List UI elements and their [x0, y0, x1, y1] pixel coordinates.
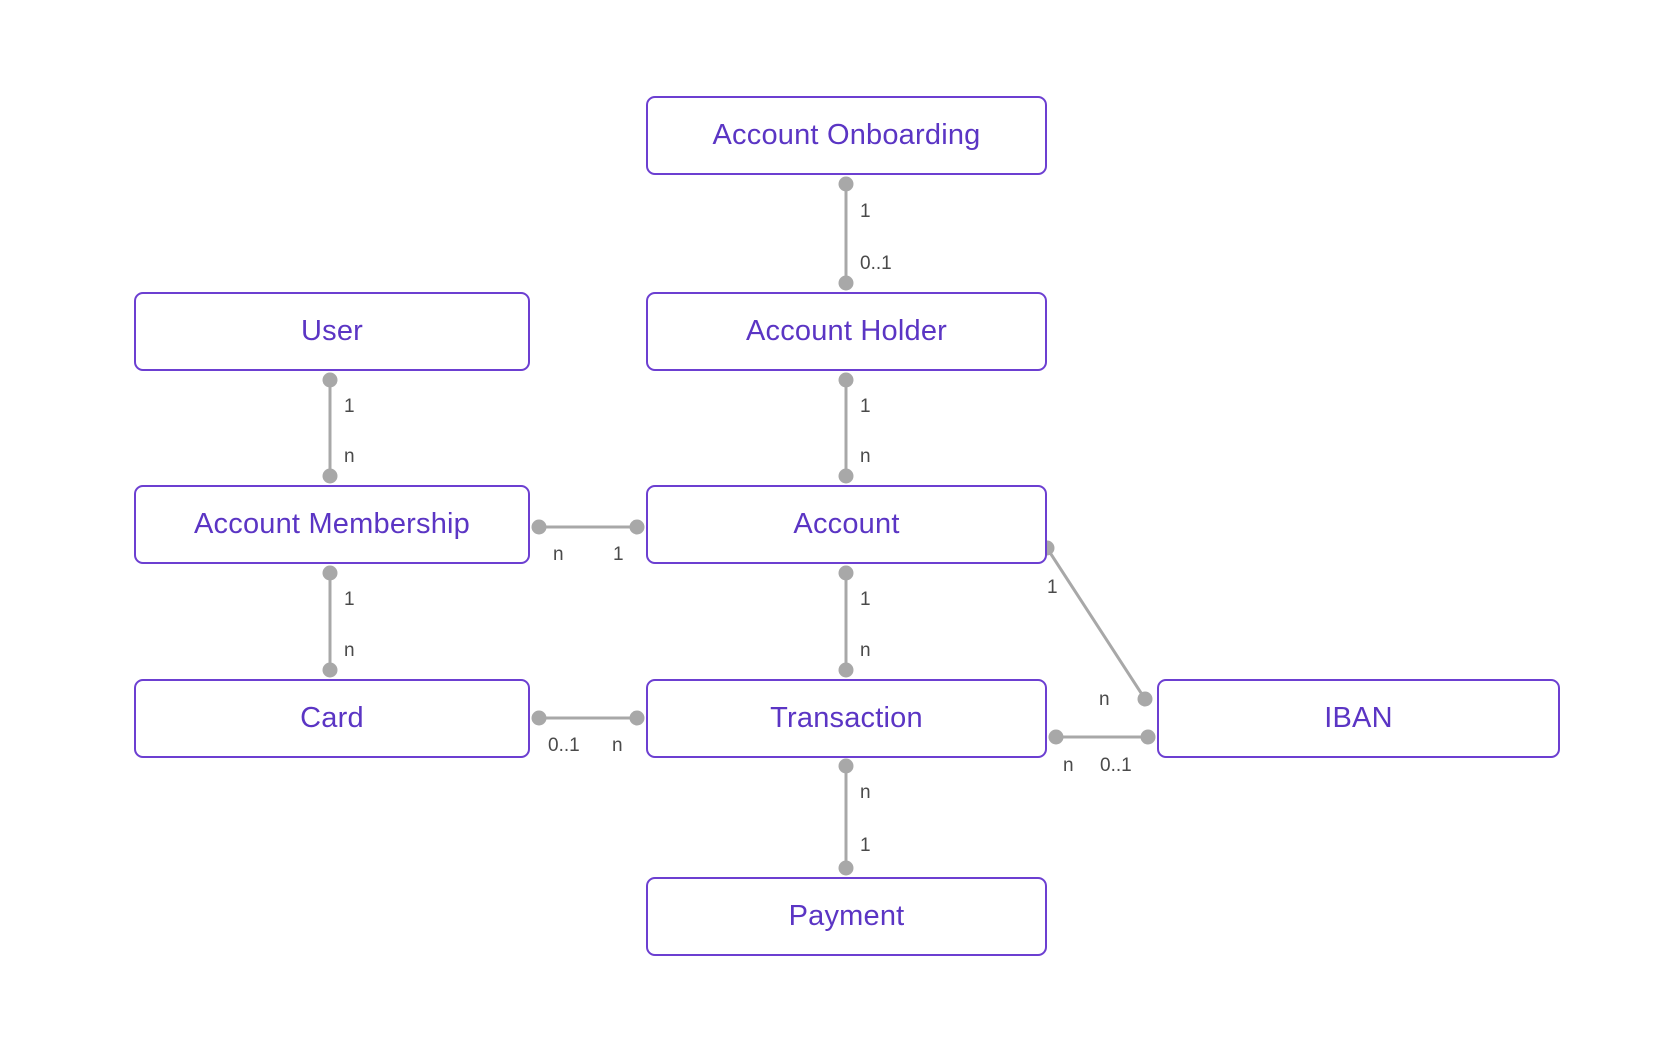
- entity-label: Card: [300, 702, 364, 734]
- entity-node-account[interactable]: Account: [646, 485, 1047, 564]
- connector-endpoint-dot: [838, 565, 854, 581]
- connector-endpoint-dot: [838, 860, 854, 876]
- entity-label: Account Membership: [194, 508, 470, 540]
- connector-endpoint-dot: [838, 176, 854, 192]
- connector-account-to-iban: [1039, 540, 1153, 707]
- cardinality-label-transaction-to-iban-to: 0..1: [1100, 755, 1132, 776]
- connector-transaction-to-payment: [838, 758, 854, 876]
- cardinality-label-user-to-membership-from: 1: [344, 396, 355, 417]
- cardinality-label-card-to-transaction-to: n: [612, 735, 623, 756]
- cardinality-label-onboarding-to-holder-to: 0..1: [860, 253, 892, 274]
- connector-transaction-to-iban: [1048, 729, 1156, 745]
- cardinality-label-user-to-membership-to: n: [344, 446, 355, 467]
- connector-endpoint-dot: [322, 565, 338, 581]
- cardinality-label-account-to-iban-to: n: [1099, 689, 1110, 710]
- entity-node-account-holder[interactable]: Account Holder: [646, 292, 1047, 371]
- cardinality-label-membership-to-account-from: n: [553, 544, 564, 565]
- cardinality-label-holder-to-account-from: 1: [860, 396, 871, 417]
- cardinality-label-transaction-to-iban-from: n: [1063, 755, 1074, 776]
- connector-card-to-transaction: [531, 710, 645, 726]
- connector-line: [1045, 546, 1147, 701]
- cardinality-label-account-to-transaction-to: n: [860, 640, 871, 661]
- connector-endpoint-dot: [531, 710, 547, 726]
- entity-node-card[interactable]: Card: [134, 679, 530, 758]
- connector-endpoint-dot: [322, 662, 338, 678]
- cardinality-label-card-to-transaction-from: 0..1: [548, 735, 580, 756]
- connector-endpoint-dot: [629, 519, 645, 535]
- entity-label: Payment: [788, 900, 905, 932]
- connector-endpoint-dot: [629, 710, 645, 726]
- entity-label: Account: [793, 508, 900, 540]
- connector-endpoint-dot: [1137, 691, 1153, 707]
- entity-label: User: [300, 315, 364, 347]
- connector-endpoint-dot: [531, 519, 547, 535]
- cardinality-label-transaction-to-payment-to: 1: [860, 835, 871, 856]
- entity-label: Transaction: [770, 702, 923, 734]
- cardinality-label-membership-to-card-to: n: [344, 640, 355, 661]
- connector-endpoint-dot: [322, 468, 338, 484]
- cardinality-label-holder-to-account-to: n: [860, 446, 871, 467]
- connector-endpoint-dot: [322, 372, 338, 388]
- cardinality-label-membership-to-card-from: 1: [344, 589, 355, 610]
- connector-account-to-transaction: [838, 565, 854, 678]
- cardinality-label-account-to-transaction-from: 1: [860, 589, 871, 610]
- connector-endpoint-dot: [838, 275, 854, 291]
- entity-node-account-onboarding[interactable]: Account Onboarding: [646, 96, 1047, 175]
- entity-node-user[interactable]: User: [134, 292, 530, 371]
- entity-label: IBAN: [1324, 702, 1393, 734]
- entity-node-payment[interactable]: Payment: [646, 877, 1047, 956]
- connector-membership-to-account: [531, 519, 645, 535]
- connector-endpoint-dot: [1140, 729, 1156, 745]
- connector-onboarding-to-holder: [838, 176, 854, 291]
- entity-label: Account Onboarding: [712, 119, 981, 151]
- connector-endpoint-dot: [838, 468, 854, 484]
- connector-endpoint-dot: [1048, 729, 1064, 745]
- entity-node-iban[interactable]: IBAN: [1157, 679, 1560, 758]
- connector-endpoint-dot: [838, 758, 854, 774]
- connector-endpoint-dot: [838, 662, 854, 678]
- entity-node-transaction[interactable]: Transaction: [646, 679, 1047, 758]
- connector-holder-to-account: [838, 372, 854, 484]
- cardinality-label-account-to-iban-from: 1: [1047, 577, 1058, 598]
- connector-user-to-membership: [322, 372, 338, 484]
- cardinality-label-transaction-to-payment-from: n: [860, 782, 871, 803]
- connector-membership-to-card: [322, 565, 338, 678]
- entity-label: Account Holder: [745, 315, 948, 347]
- connector-endpoint-dot: [838, 372, 854, 388]
- entity-node-account-membership[interactable]: Account Membership: [134, 485, 530, 564]
- cardinality-label-onboarding-to-holder-from: 1: [860, 201, 871, 222]
- cardinality-label-membership-to-account-to: 1: [613, 544, 624, 565]
